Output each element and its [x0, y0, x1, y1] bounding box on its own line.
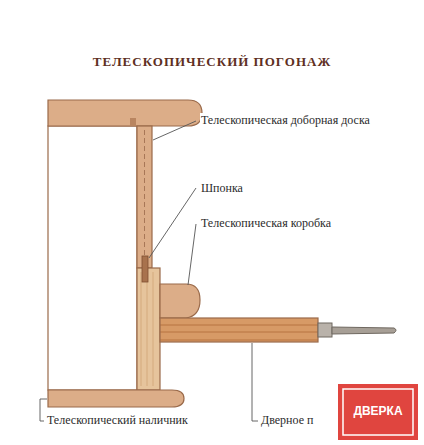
top-casing: [48, 100, 202, 126]
part-label: Дверное п: [260, 413, 314, 427]
door-frame: [137, 268, 160, 390]
board-groove: [144, 130, 145, 262]
door-handle: [332, 327, 396, 334]
part-label: Телескопический наличник: [46, 413, 189, 427]
part-label: Телескопическая коробка: [200, 216, 392, 230]
watermark-frame: [343, 389, 413, 435]
leader-line: [153, 121, 196, 140]
diagram-title: ТЕЛЕСКОПИЧЕСКИЙ ПОГОНАЖ: [0, 54, 424, 70]
frame-stop: [160, 284, 200, 318]
casing-slot: [130, 118, 136, 126]
wall-outline: [48, 126, 137, 390]
leader-line: [149, 188, 196, 258]
frame-grain: [141, 272, 153, 386]
leader-line: [188, 224, 196, 285]
tongue-key: [142, 256, 148, 282]
part-label: Шпонка: [200, 181, 244, 195]
bottom-casing: [48, 390, 184, 407]
door-leaf: [160, 318, 318, 342]
leader-line: [252, 343, 258, 421]
leader-lines: [40, 121, 258, 421]
watermark-badge: [338, 384, 418, 440]
part-label: Телескопическая доборная доска: [200, 113, 382, 127]
watermark-text: ДВЕРКА: [346, 404, 410, 418]
extension-board: [137, 126, 152, 268]
handle-rosette: [318, 323, 332, 337]
